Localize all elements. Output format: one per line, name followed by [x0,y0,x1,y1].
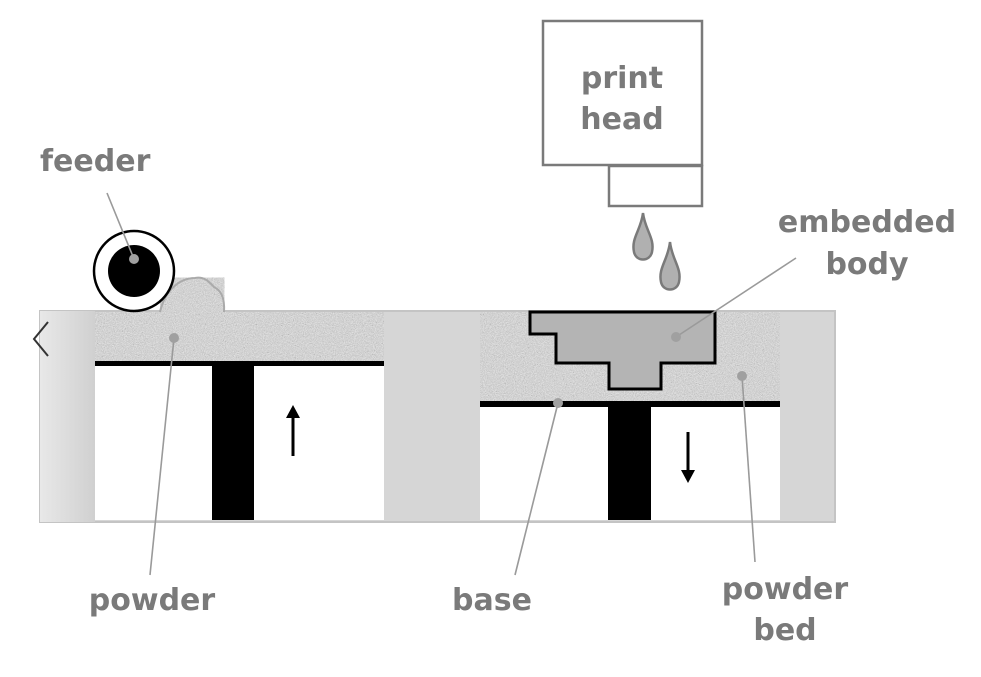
embedded-body-label-line2: body [825,247,909,282]
powder-bed-label-line2: bed [753,613,816,648]
feed-piston [212,366,254,520]
binder-droplets [632,212,681,291]
droplet-icon [659,241,681,291]
powder-label: powder [89,583,216,618]
print-head: print head [541,19,704,208]
base-label: base [452,583,532,618]
arrow-up-icon [286,405,300,456]
feeder-label: feeder [40,144,151,179]
print-head-label-line1: print [581,61,663,96]
previous-button[interactable] [26,318,62,362]
arrow-down-icon [681,432,695,483]
print-head-label-line2: head [580,102,663,137]
powder-supply [95,312,384,362]
powder-heap [160,277,225,312]
embedded-body-label-line1: embedded [778,205,956,240]
droplet-icon [632,212,654,261]
feed-platform [95,361,384,366]
embedded-body [528,310,717,391]
build-chamber [480,310,780,520]
build-piston [608,407,651,520]
feeder-roller [92,229,226,313]
powder-bed-label-line1: powder [722,572,849,607]
leader-lines [106,192,797,576]
feed-chamber [95,312,384,520]
chevron-left-icon [32,321,49,357]
build-platform [480,401,780,407]
